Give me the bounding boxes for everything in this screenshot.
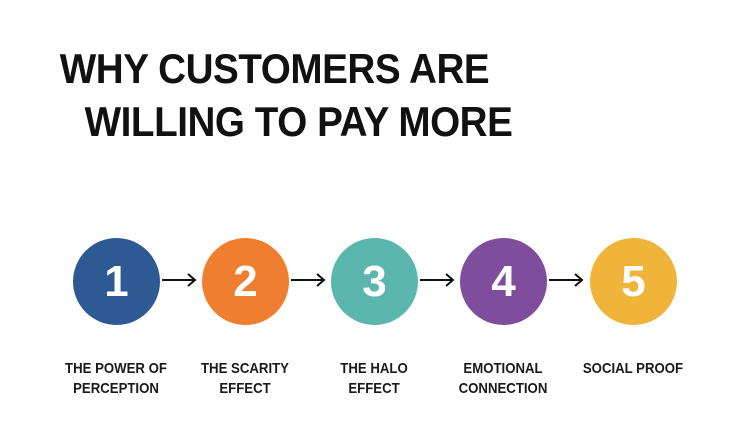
step-3-label-line-2: EFFECT [348,380,400,397]
step-1-label: THE POWER OF PERCEPTION [59,359,173,399]
step-5-label-line-1: SOCIAL PROOF [582,360,684,377]
step-5-number: 5 [621,256,646,306]
step-4-number: 4 [491,256,516,306]
step-4-label-line-2: CONNECTION [458,380,548,397]
arrow-right-icon [549,273,584,287]
step-2-circle: 2 [202,238,289,325]
title-line-2: WILLING TO PAY MORE [84,98,513,145]
step-3-label: THE HALO EFFECT [317,359,431,399]
arrow-right-icon [420,273,455,287]
step-2-label-line-2: EFFECT [219,380,271,397]
title-line-1: WHY CUSTOMERS ARE [59,45,490,92]
step-3-circle: 3 [331,238,418,325]
step-2-label-line-1: THE SCARITY [200,360,289,377]
step-1-number: 1 [104,256,129,306]
step-1-label-line-1: THE POWER OF [65,360,167,377]
arrow-right-icon [162,273,197,287]
step-5-label: SOCIAL PROOF [576,359,690,379]
step-2-label: THE SCARITY EFFECT [188,359,302,399]
step-3-label-line-1: THE HALO [340,360,408,377]
step-3-number: 3 [362,256,387,306]
step-4-label: EMOTIONAL CONNECTION [446,359,560,399]
step-1-label-line-2: PERCEPTION [73,380,159,397]
step-2-number: 2 [233,256,258,306]
step-1-circle: 1 [73,238,160,325]
step-4-circle: 4 [460,238,547,325]
arrow-right-icon [291,273,326,287]
step-5-circle: 5 [590,238,677,325]
step-4-label-line-1: EMOTIONAL [463,360,543,377]
